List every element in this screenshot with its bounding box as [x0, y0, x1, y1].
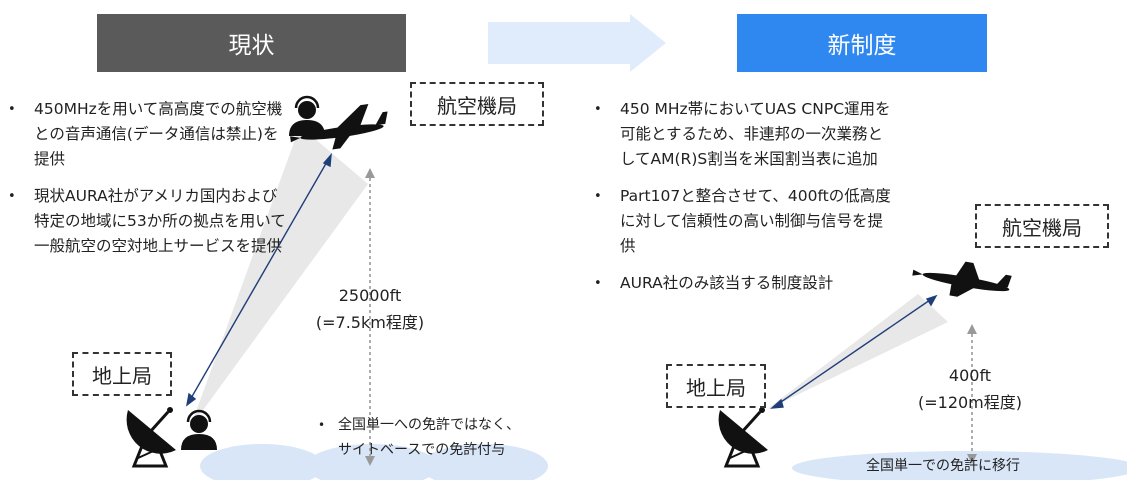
license-note-line-2: サイトベースでの免許付与 [338, 442, 506, 458]
ground-station-text-left: 地上局 [92, 363, 152, 388]
link-left [185, 152, 332, 407]
altitude-line-left [365, 168, 375, 466]
operator-icon-ground-left [181, 409, 217, 450]
new-header: 新制度 [737, 14, 987, 72]
new-header-label: 新制度 [827, 33, 897, 59]
ground-station-text-right: 地上局 [686, 375, 746, 400]
current-header-label: 現状 [228, 33, 275, 59]
license-note-right: 全国単一での免許に移行 [866, 458, 1020, 474]
ground-station-label-right: 地上局 [666, 364, 766, 408]
aircraft-station-label-right: 航空機局 [975, 204, 1109, 248]
altitude-note-right: (=120m程度) [917, 393, 1023, 412]
altitude-value-right: 400ft [948, 366, 992, 385]
transition-arrow-icon [488, 14, 666, 72]
operator-icon-aircraft-left [289, 95, 325, 136]
aircraft-station-label-left: 航空機局 [410, 82, 544, 126]
altitude-label-left: 25000ft (=7.5km程度) [300, 282, 440, 336]
current-bullet-item: 現状AURA社がアメリカ国内および特定の地域に53か所の拠点を用いて一般航空の空… [0, 184, 290, 259]
current-bullet-list: 450MHzを用いて高高度での航空機との音声通信(データ通信は禁止)を提供 現状… [0, 97, 290, 271]
license-note-left: 全国単一への免許ではなく、 サイトベースでの免許付与 [316, 413, 576, 463]
aircraft-station-text-left: 航空機局 [437, 93, 517, 118]
ground-station-label-left: 地上局 [72, 352, 172, 396]
altitude-note-left: (=7.5km程度) [315, 313, 425, 332]
new-bullet-item: Part107と整合させて、400ftの低高度に対して信頼性の高い制御与信号を提… [586, 184, 896, 259]
beam-left [190, 126, 368, 428]
new-bullet-item: 450 MHz帯においてUAS CNPC運用を可能とするため、非連邦の一次業務と… [586, 97, 896, 172]
new-bullet-item: AURA社のみ該当する制度設計 [586, 271, 896, 296]
altitude-label-right: 400ft (=120m程度) [910, 362, 1030, 416]
new-bullet-list: 450 MHz帯においてUAS CNPC運用を可能とするため、非連邦の一次業務と… [586, 97, 896, 308]
current-header: 現状 [97, 14, 406, 72]
satellite-dish-right-icon [718, 407, 768, 468]
altitude-value-left: 25000ft [338, 286, 402, 305]
license-note-line-1: 全国単一への免許ではなく、 [316, 413, 576, 438]
altitude-line-right [967, 324, 977, 464]
aircraft-right-icon [912, 261, 1012, 297]
satellite-dish-left-icon [126, 407, 176, 468]
cloud-left [200, 444, 548, 480]
link-right [769, 294, 938, 409]
current-bullet-item: 450MHzを用いて高高度での航空機との音声通信(データ通信は禁止)を提供 [0, 97, 290, 172]
cloud-right [792, 451, 1127, 480]
aircraft-station-text-right: 航空機局 [1002, 215, 1082, 240]
